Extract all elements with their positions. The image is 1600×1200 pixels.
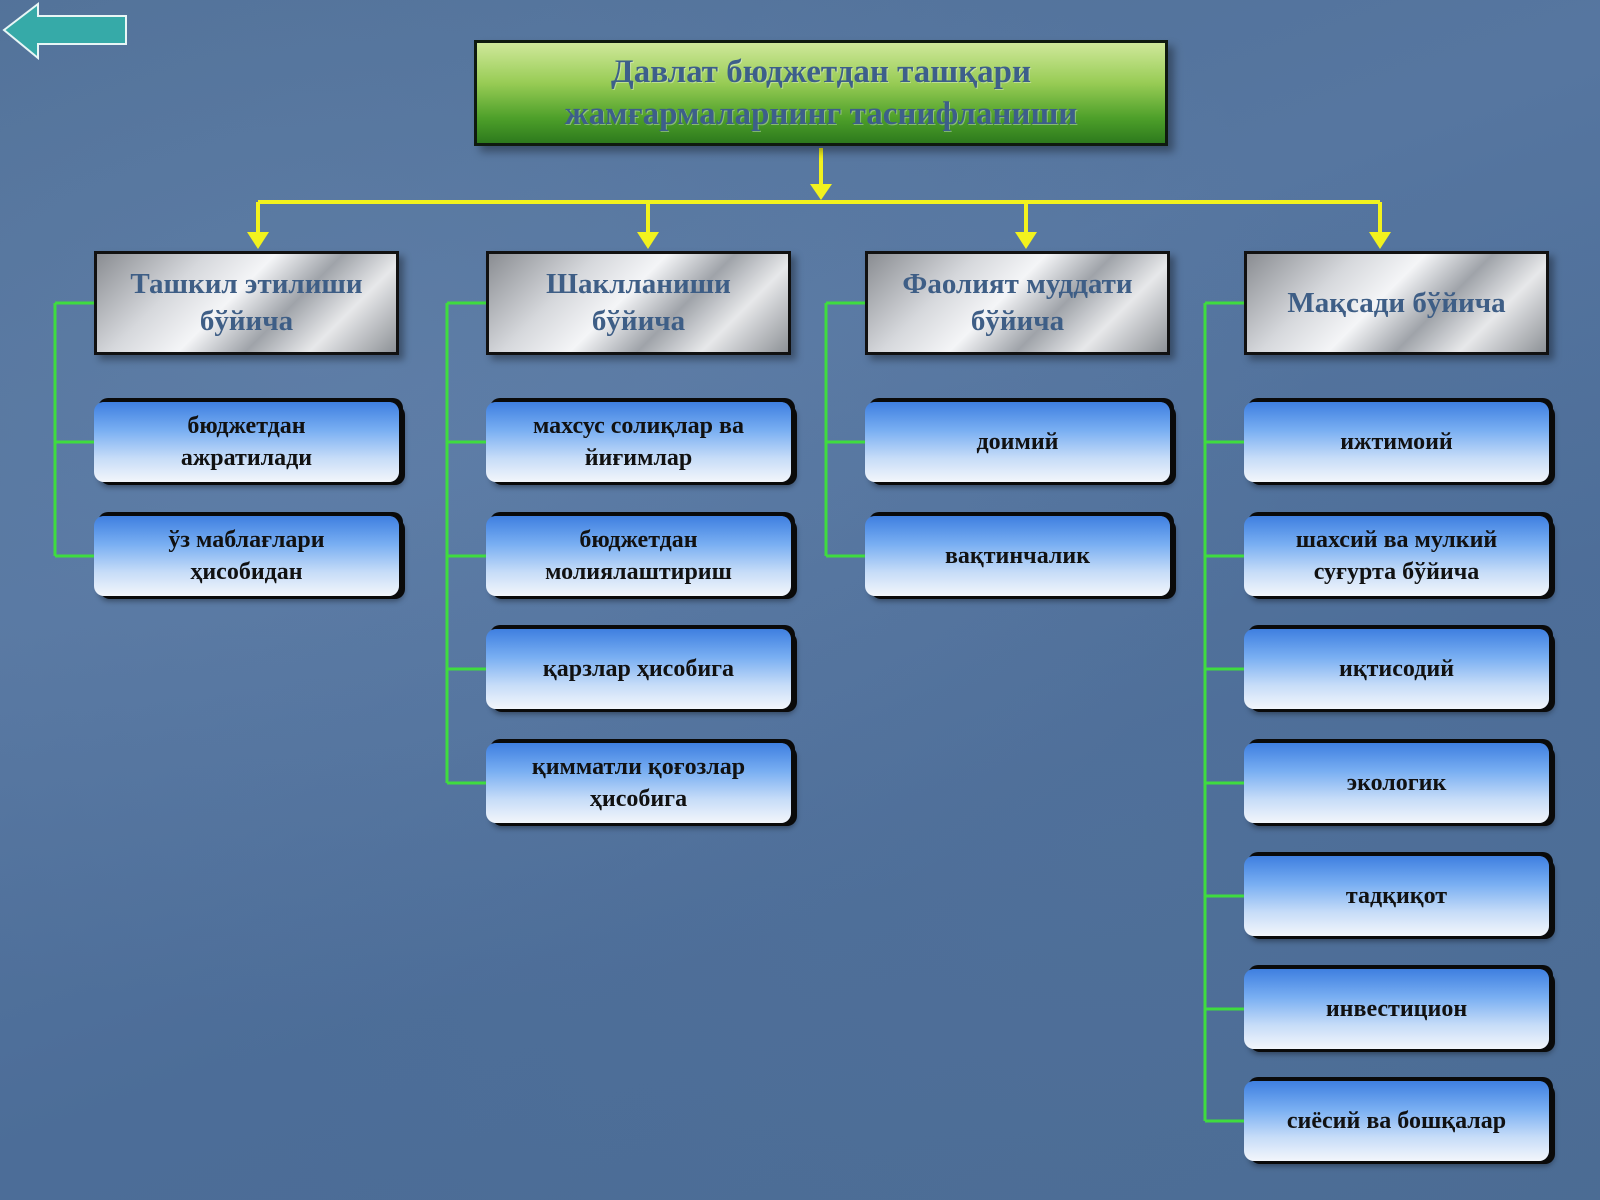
item-label: бюджетдан ажратилади <box>180 413 313 471</box>
category-label: Мақсади бўйича <box>1287 286 1506 319</box>
item-special-taxes[interactable]: махсус солиқлар ва йиғимлар <box>486 402 791 482</box>
category-header-duration: Фаолият муддати бўйича <box>865 251 1170 355</box>
arrowhead-1 <box>247 232 269 249</box>
back-arrow-icon <box>2 1 127 61</box>
category-label: Ташкил этилиши бўйича <box>130 268 363 337</box>
item-label: ўз маблағлари ҳисобидан <box>168 527 325 585</box>
item-label: бюджетдан молиялаштириш <box>545 527 732 585</box>
item-insurance[interactable]: шахсий ва мулкий суғурта бўйича <box>1244 516 1549 596</box>
item-budget-financing[interactable]: бюджетдан молиялаштириш <box>486 516 791 596</box>
item-own-funds[interactable]: ўз маблағлари ҳисобидан <box>94 516 399 596</box>
yellow-connectors <box>256 148 1382 236</box>
category-header-formation: Шаклланиши бўйича <box>486 251 791 355</box>
item-label: махсус солиқлар ва йиғимлар <box>533 413 744 471</box>
item-political-other[interactable]: сиёсий ва бошқалар <box>1244 1081 1549 1161</box>
diagram-title: Давлат бюджетдан ташқари жамғармаларнинг… <box>564 54 1078 132</box>
item-economic[interactable]: иқтисодий <box>1244 629 1549 709</box>
item-label: шахсий ва мулкий суғурта бўйича <box>1295 527 1498 585</box>
yellow-arrowheads <box>247 184 1391 249</box>
diagram-title-box: Давлат бюджетдан ташқари жамғармаларнинг… <box>474 40 1168 146</box>
arrowhead-3 <box>1015 232 1037 249</box>
item-label: қарзлар ҳисобига <box>542 656 735 682</box>
arrowhead-4 <box>1369 232 1391 249</box>
arrowhead-2 <box>637 232 659 249</box>
item-label: инвестицион <box>1325 996 1468 1022</box>
item-from-budget[interactable]: бюджетдан ажратилади <box>94 402 399 482</box>
item-label: экологик <box>1346 770 1447 796</box>
category-label: Фаолият муддати бўйича <box>902 268 1133 337</box>
item-temporary[interactable]: вақтинчалик <box>865 516 1170 596</box>
item-label: сиёсий ва бошқалар <box>1286 1108 1507 1134</box>
back-button[interactable] <box>2 1 130 61</box>
trunk-arrowhead <box>810 184 832 200</box>
item-label: тадқиқот <box>1345 883 1448 909</box>
item-label: иқтисодий <box>1338 656 1455 682</box>
item-research[interactable]: тадқиқот <box>1244 856 1549 936</box>
item-investment[interactable]: инвестицион <box>1244 969 1549 1049</box>
category-label: Шаклланиши бўйича <box>546 268 731 337</box>
category-header-purpose: Мақсади бўйича <box>1244 251 1549 355</box>
item-label: вақтинчалик <box>944 543 1091 569</box>
item-label: ижтимоий <box>1340 429 1453 455</box>
item-ecological[interactable]: экологик <box>1244 743 1549 823</box>
category-header-organization: Ташкил этилиши бўйича <box>94 251 399 355</box>
item-social[interactable]: ижтимоий <box>1244 402 1549 482</box>
item-label: қимматли қоғозлар ҳисобига <box>531 754 746 812</box>
item-label: доимий <box>976 429 1059 455</box>
item-securities[interactable]: қимматли қоғозлар ҳисобига <box>486 743 791 823</box>
item-loans[interactable]: қарзлар ҳисобига <box>486 629 791 709</box>
item-permanent[interactable]: доимий <box>865 402 1170 482</box>
